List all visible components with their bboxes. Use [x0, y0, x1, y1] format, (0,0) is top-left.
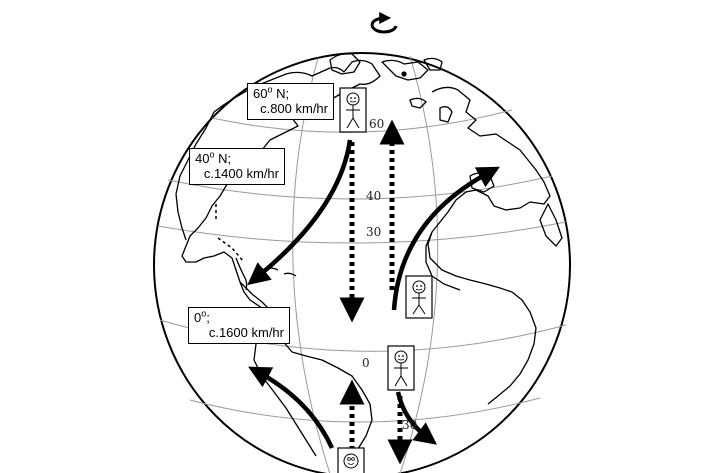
- latitude-mark-60: 60: [369, 117, 385, 131]
- latitude-line-40: [167, 175, 553, 200]
- greenland: [329, 52, 361, 75]
- africa-coast: [487, 291, 537, 405]
- central-america: [239, 281, 271, 311]
- label-60n-speed: c.800 km/hr: [260, 101, 328, 116]
- latitude-line-30: [157, 221, 567, 244]
- latitude-mark-30-south: 30: [402, 418, 418, 432]
- deflected-path-northeast: [391, 166, 500, 311]
- label-40n-lat: 40o N;: [195, 149, 232, 166]
- arctic-island-2: [423, 57, 443, 71]
- latitude-mark-30: 30: [366, 225, 382, 239]
- stick-figure-icon: [405, 275, 433, 319]
- label-60n-lat: 60o N;: [253, 84, 290, 101]
- meridian-line: [399, 55, 439, 473]
- label-0: 0o; c.1600 km/hr: [188, 307, 290, 344]
- latitude-mark-0: 0: [362, 356, 370, 370]
- arctic-islands: [381, 59, 429, 81]
- label-60n: 60o N; c.800 km/hr: [247, 83, 334, 120]
- europe-coast: [431, 86, 551, 211]
- florida: [235, 257, 248, 291]
- arabia: [539, 203, 563, 247]
- deflected-path-southwest: [247, 139, 353, 286]
- rotation-arrow-icon: [370, 12, 398, 34]
- west-africa: [425, 231, 461, 291]
- label-0-lat: 0o;: [194, 308, 210, 325]
- stick-figure-icon: [387, 345, 415, 391]
- dashed-detail: [215, 204, 245, 263]
- west-coast: [175, 111, 215, 241]
- north-america-coast: [181, 59, 381, 353]
- face-icon: [337, 447, 365, 473]
- label-40n-speed: c.1400 km/hr: [203, 166, 279, 181]
- south-america-west: [253, 329, 317, 457]
- deflected-paths: [247, 139, 500, 449]
- label-40n: 40o N; c.1400 km/hr: [189, 148, 285, 185]
- iceland: [409, 97, 427, 109]
- north-africa-coast: [427, 191, 513, 293]
- stick-figure-icon: [339, 87, 367, 133]
- pole-dot: [401, 71, 407, 77]
- deflected-path-northwest: [248, 366, 335, 449]
- latitude-line-30s: [189, 397, 541, 423]
- label-0-speed: c.1600 km/hr: [208, 325, 284, 340]
- latitude-mark-40: 40: [366, 189, 382, 203]
- british-isles: [439, 106, 453, 123]
- deflected-path-southeast: [395, 391, 437, 445]
